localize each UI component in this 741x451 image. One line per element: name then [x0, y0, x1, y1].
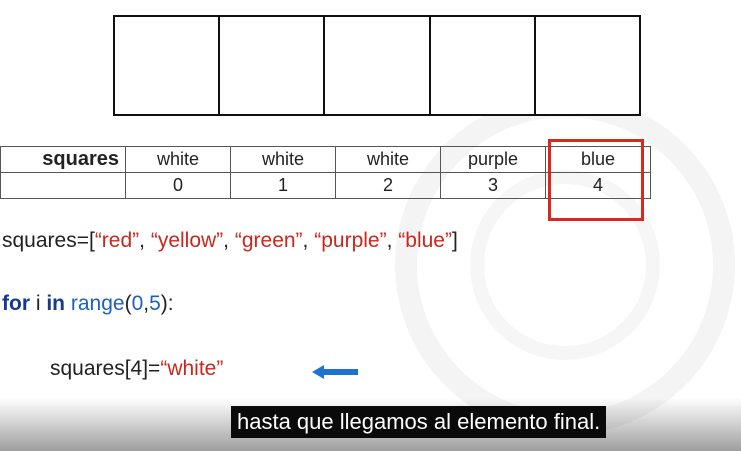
table-cell-color: white	[335, 146, 441, 173]
table-header-label: squares	[0, 146, 126, 173]
code-assign-target: squares[4]=	[50, 357, 161, 380]
code-range-open: (	[124, 292, 132, 315]
table-cell-color: blue	[545, 146, 651, 173]
table-cell-index: 1	[230, 172, 336, 199]
code-assign-value: “white”	[160, 357, 224, 380]
code-string: “red”	[94, 229, 140, 252]
table-cell-index: 0	[125, 172, 231, 199]
code-string: “blue”	[398, 229, 452, 252]
table-header-empty	[0, 172, 126, 199]
code-sep: ,	[139, 229, 151, 252]
table-cell-index: 3	[440, 172, 546, 199]
code-range-end: 5	[149, 292, 161, 315]
code-line-list: squares=[“red”, “yellow”, “green”, “purp…	[2, 229, 458, 253]
code-sep: ,	[386, 229, 399, 252]
code-sep: ,	[302, 229, 315, 252]
square-box-2	[325, 17, 431, 114]
table-cell-color: white	[125, 146, 231, 173]
table-row-colors: squares white white white purple blue	[0, 146, 651, 173]
table-row-indices: 0 1 2 3 4	[0, 172, 651, 199]
square-box-3	[430, 17, 536, 114]
code-string: “green”	[234, 229, 303, 252]
table-cell-color: white	[230, 146, 336, 173]
code-list-close: ]	[451, 229, 458, 252]
code-line-assign: squares[4]=“white”	[50, 357, 223, 381]
code-string: “yellow”	[150, 229, 224, 252]
square-box-4	[535, 17, 640, 114]
code-string: “purple”	[314, 229, 387, 252]
square-box-0	[115, 17, 221, 114]
code-range-comma: ,	[143, 292, 150, 315]
table-cell-index: 4	[545, 172, 651, 199]
code-loop-var: i	[30, 292, 47, 315]
code-sep: ,	[223, 229, 235, 252]
code-range-close: ):	[160, 292, 174, 315]
table-cell-index: 2	[335, 172, 441, 199]
arrow-left-icon	[312, 365, 358, 379]
code-list-name: squares=[	[2, 229, 95, 252]
square-box-1	[220, 17, 326, 114]
table-cell-color: purple	[440, 146, 546, 173]
highlight-frame	[548, 139, 644, 221]
subtitle-caption: hasta que llegamos al elemento final.	[231, 406, 607, 438]
code-range-start: 0	[131, 292, 144, 315]
squares-boxes	[113, 15, 641, 116]
code-line-for: for i in range(0,5):	[2, 292, 174, 316]
code-keyword-for: for	[2, 292, 30, 315]
squares-table: squares white white white purple blue 0 …	[0, 146, 651, 199]
code-keyword-in: in	[46, 292, 66, 315]
code-range-fn: range	[65, 292, 125, 315]
